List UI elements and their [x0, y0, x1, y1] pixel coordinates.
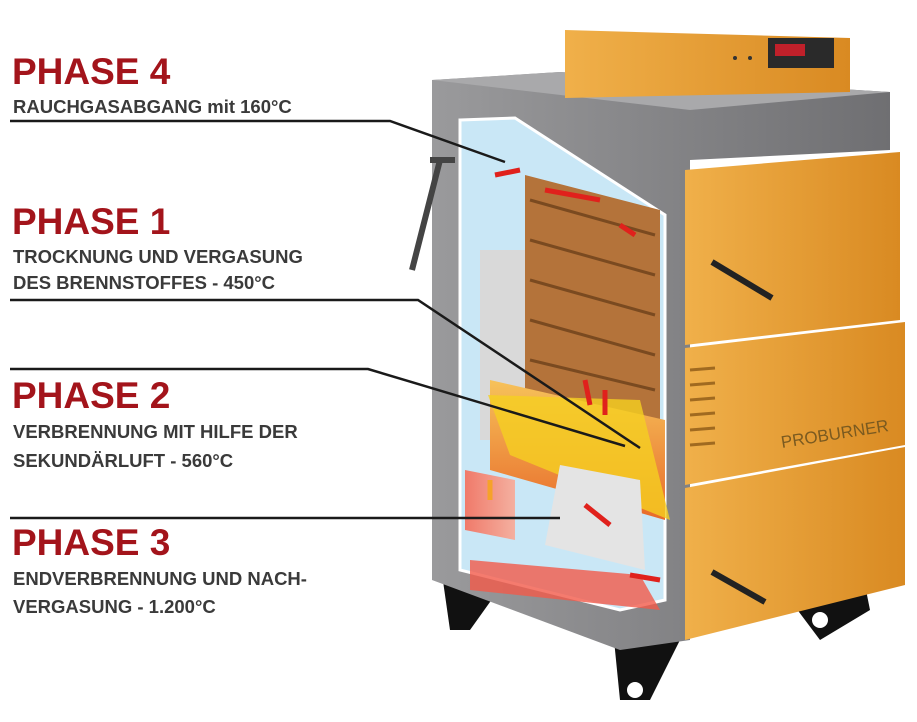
phase-2-title: PHASE 2: [12, 375, 171, 416]
control-box: [565, 30, 850, 98]
leader-phase-4: [10, 119, 506, 164]
side-lever: [409, 157, 455, 271]
phase-2-desc-line-2: SEKUNDÄRLUFT - 560°C: [13, 450, 234, 471]
phase-1-desc-line-2: DES BRENNSTOFFES - 450°C: [13, 272, 275, 293]
leader-phase-2: [10, 367, 626, 448]
phase-3-title: PHASE 3: [12, 522, 171, 563]
phase-1-title: PHASE 1: [12, 201, 171, 242]
phase-3-desc-line-2: VERGASUNG - 1.200°C: [13, 596, 216, 617]
boiler-doors: PROBURNER: [685, 152, 905, 640]
phase-4-title: PHASE 4: [12, 51, 171, 92]
cutaway-interior: [458, 116, 670, 612]
phase-1-desc-line-1: TROCKNUNG UND VERGASUNG: [13, 246, 303, 267]
phase-2-desc-line-1: VERBRENNUNG MIT HILFE DER: [13, 421, 298, 442]
phase-4-desc: RAUCHGASABGANG mit 160°C: [13, 96, 292, 117]
leader-lines: [10, 119, 641, 520]
phase-3-desc-line-1: ENDVERBRENNUNG UND NACH-: [13, 568, 307, 589]
leader-phase-1: [10, 298, 641, 450]
